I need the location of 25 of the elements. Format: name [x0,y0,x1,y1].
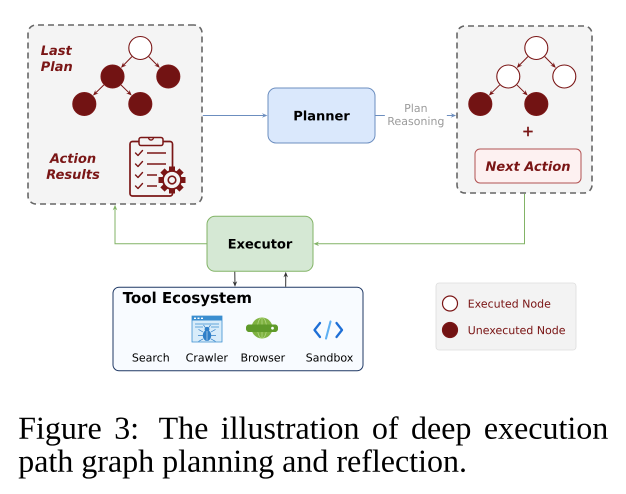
panel-title: Tool Ecosystem [122,292,251,306]
process-box: Executor [206,216,314,272]
tree-node [524,92,548,116]
tree-node [552,64,576,89]
panel-label: Action Results [46,152,100,180]
tree-node [72,92,96,116]
tree-node [156,64,180,89]
legend-label: Unexecuted Node [468,326,565,334]
tree-node [468,92,492,116]
tree-node [128,92,152,116]
panel-label: Last Plan [40,46,72,72]
plus-sign: + [523,126,533,136]
edge-label: Plan Reasoning [384,102,447,128]
action-box: Next Action [474,148,582,184]
tool-label: Crawler [186,353,228,362]
tool-label: Browser [242,353,286,362]
tree-node [128,36,152,60]
process-box: Planner [268,88,376,144]
tree-node [100,64,125,89]
tool-label: Sandbox [306,353,353,362]
tool-label: Search [132,353,169,362]
tree-node [524,36,548,60]
caption: Figure 3: The illustration of deep execution path graph planning and reflection. [18,416,608,479]
tree-node [496,64,520,89]
legend-label: Executed Node [468,299,550,308]
